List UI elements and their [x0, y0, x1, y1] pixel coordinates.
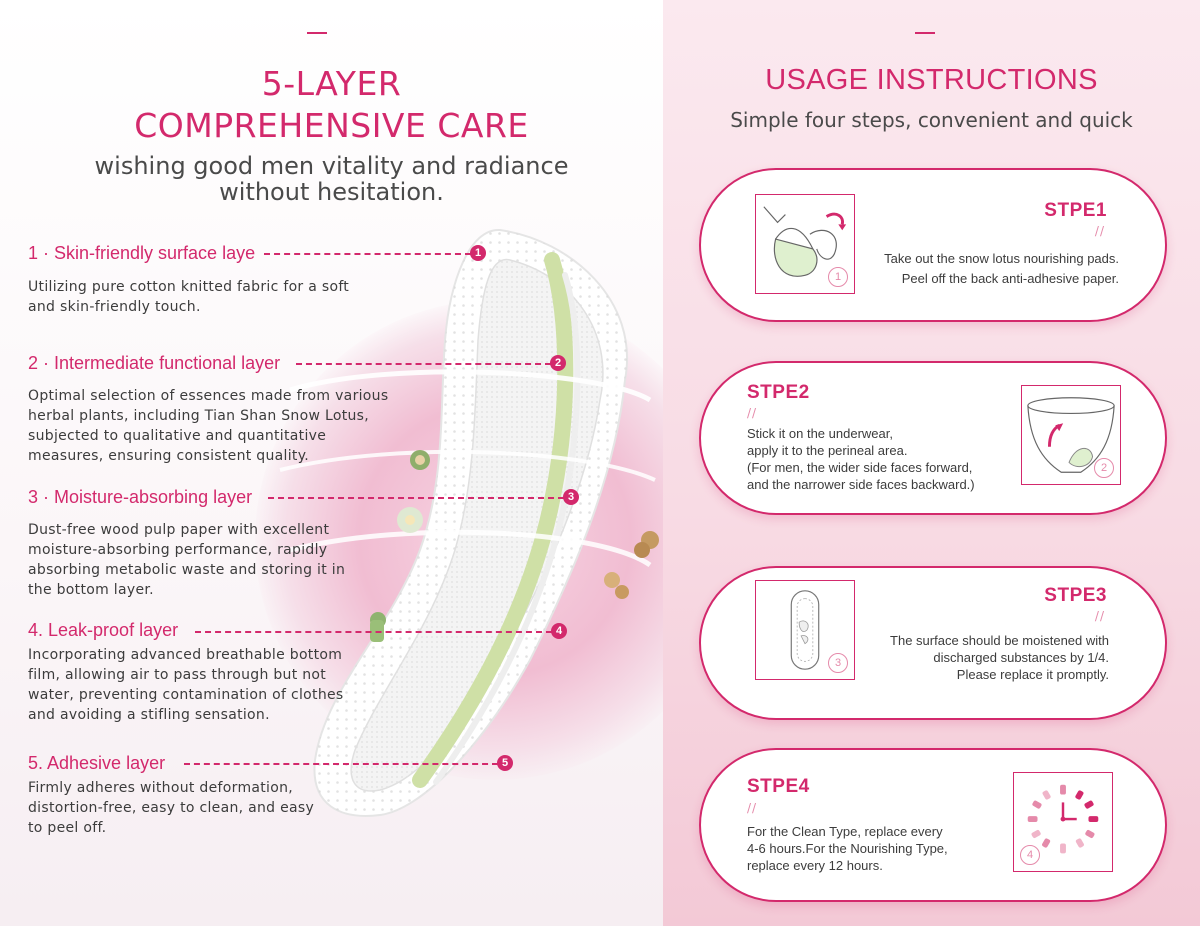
step-1-text: Take out the snow lotus nourishing pads.…: [819, 250, 1119, 287]
step-2-title: STPE2: [747, 382, 810, 403]
step-4-title: STPE4: [747, 776, 810, 797]
clock-icon: 4: [1013, 772, 1113, 872]
layers-subtitle-line2: without hesitation.: [219, 178, 444, 206]
layers-title-line2: COMPREHENSIVE CARE: [134, 106, 529, 145]
layers-subtitle-line1: wishing good men vitality and radiance: [94, 152, 569, 180]
layer-3-title: 3 · Moisture-absorbing layer: [28, 487, 253, 507]
layer-5-leader: [184, 763, 498, 765]
hand-peel-icon: 1: [755, 194, 855, 294]
step-3-line1: The surface should be moistened with: [890, 633, 1109, 648]
usage-title: USAGE INSTRUCTIONS: [765, 64, 1098, 96]
layer-4-title: 4. Leak-proof layer: [28, 620, 179, 640]
step-1-line1: Take out the snow lotus nourishing pads.: [884, 251, 1119, 266]
layers-panel: 5-LAYER COMPREHENSIVE CARE wishing good …: [0, 0, 663, 926]
step-3-slash: //: [1094, 609, 1105, 623]
step-3-line3: Please replace it promptly.: [956, 667, 1109, 682]
layer-4-marker: 4: [551, 623, 567, 639]
pad-outline-icon: 3: [755, 580, 855, 680]
layer-2-leader: [296, 363, 551, 365]
step-4-text: For the Clean Type, replace every 4-6 ho…: [747, 823, 1017, 874]
step-2-slash: //: [747, 406, 758, 420]
step-1-number: 1: [828, 267, 848, 287]
layer-1-leader: [264, 253, 471, 255]
layer-1-title: 1 · Skin-friendly surface laye: [28, 243, 256, 263]
step-4-slash: //: [747, 801, 758, 815]
layer-4-leader: [195, 631, 552, 633]
layer-5-desc: Firmly adheres without deformation, dist…: [28, 780, 315, 836]
step-3-title: STPE3: [1044, 585, 1107, 606]
pad-illustration: [279, 228, 659, 817]
step-2-line2: apply it to the perineal area.: [747, 443, 908, 458]
layers-title-line1: 5-LAYER: [261, 64, 402, 103]
layer-1-marker: 1: [470, 245, 486, 261]
step-4-line3: replace every 12 hours.: [747, 858, 883, 873]
title-dash: [307, 32, 327, 34]
usage-panel: USAGE INSTRUCTIONS Simple four steps, co…: [663, 0, 1200, 926]
step-1-title: STPE1: [1044, 200, 1107, 221]
underwear-icon: 2: [1021, 385, 1121, 485]
step-3-text: The surface should be moistened with dis…: [809, 632, 1109, 683]
step-4-line2: 4-6 hours.For the Nourishing Type,: [747, 841, 948, 856]
step-2-text: Stick it on the underwear, apply it to t…: [747, 425, 1017, 493]
title-dash: [915, 32, 935, 34]
layer-3-leader: [268, 497, 564, 499]
step-2-line3: (For men, the wider side faces forward,: [747, 460, 973, 475]
step-1-card: 1 STPE1 // Take out the snow lotus nouri…: [699, 168, 1167, 322]
step-2-number: 2: [1094, 458, 1114, 478]
step-4-line1: For the Clean Type, replace every: [747, 824, 943, 839]
layer-5-marker: 5: [497, 755, 513, 771]
layer-1-desc: Utilizing pure cotton knitted fabric for…: [28, 279, 350, 315]
step-3-card: 3 STPE3 // The surface should be moisten…: [699, 566, 1167, 720]
layer-2-marker: 2: [550, 355, 566, 371]
step-1-line2: Peel off the back anti-adhesive paper.: [901, 271, 1119, 286]
usage-subtitle: Simple four steps, convenient and quick: [730, 108, 1133, 132]
layer-3-desc: Dust-free wood pulp paper with excellent…: [28, 522, 346, 598]
step-2-line4: and the narrower side faces backward.): [747, 477, 975, 492]
layer-5-title: 5. Adhesive layer: [28, 753, 166, 773]
layer-2-title: 2 · Intermediate functional layer: [28, 353, 281, 373]
step-1-slash: //: [1094, 224, 1105, 238]
layer-4-desc: Incorporating advanced breathable bottom…: [28, 647, 344, 723]
step-3-number: 3: [828, 653, 848, 673]
layer-2-desc: Optimal selection of essences made from …: [28, 388, 389, 464]
step-4-card: STPE4 // For the Clean Type, replace eve…: [699, 748, 1167, 902]
step-2-card: STPE2 // Stick it on the underwear, appl…: [699, 361, 1167, 515]
step-3-line2: discharged substances by 1/4.: [933, 650, 1109, 665]
step-4-number: 4: [1020, 845, 1040, 865]
layer-3-marker: 3: [563, 489, 579, 505]
step-2-line1: Stick it on the underwear,: [747, 426, 893, 441]
